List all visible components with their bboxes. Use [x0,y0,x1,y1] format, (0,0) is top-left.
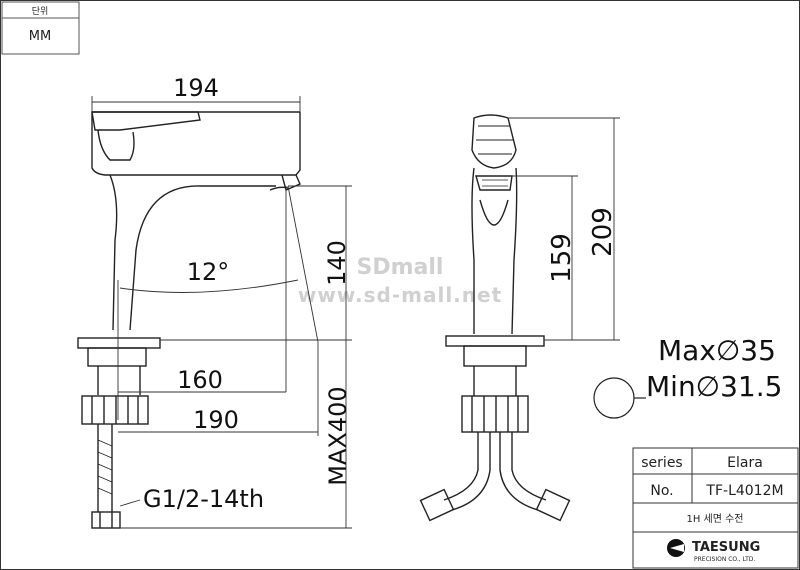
company-subtitle: PRECISION CO., LTD. [694,556,755,563]
dim-hole-min: Min∅31.5 [646,370,782,403]
dim-thread: G1/2-14th [143,485,264,513]
mounting-hole-symbol [593,377,646,419]
dim-hole-max: Max∅35 [658,334,776,367]
unit-label: 단위 [32,6,49,17]
company-name: TAESUNG [692,540,760,555]
title-description: 1H 세면 수전 [686,513,743,525]
dim-overall-width: 194 [173,74,219,102]
title-series-label: series [641,455,682,471]
watermark-line2: www.sd-mall.net [298,283,502,307]
dim-reach-160: 160 [177,366,223,394]
dim-side-159: 159 [547,233,577,283]
dim-side-209: 209 [588,207,618,257]
watermark-line1: SDmall [357,255,444,280]
unit-box: 단위 MM [1,1,80,55]
title-block [632,447,799,569]
dim-reach-190: 190 [193,406,239,434]
company-logo: TAESUNG PRECISION CO., LTD. [667,539,760,563]
title-series-value: Elara [727,455,763,471]
front-view [77,111,301,529]
title-no-label: No. [650,483,673,499]
side-view [419,114,571,522]
side-dimension-lines [508,117,620,341]
title-no-value: TF-L4012M [705,483,783,499]
front-dimension-lines [91,96,352,529]
unit-value: MM [29,29,51,44]
dim-height-140: 140 [323,240,351,286]
dim-angle: 12° [187,258,230,286]
dim-max-pipe: MAX400 [324,386,352,485]
